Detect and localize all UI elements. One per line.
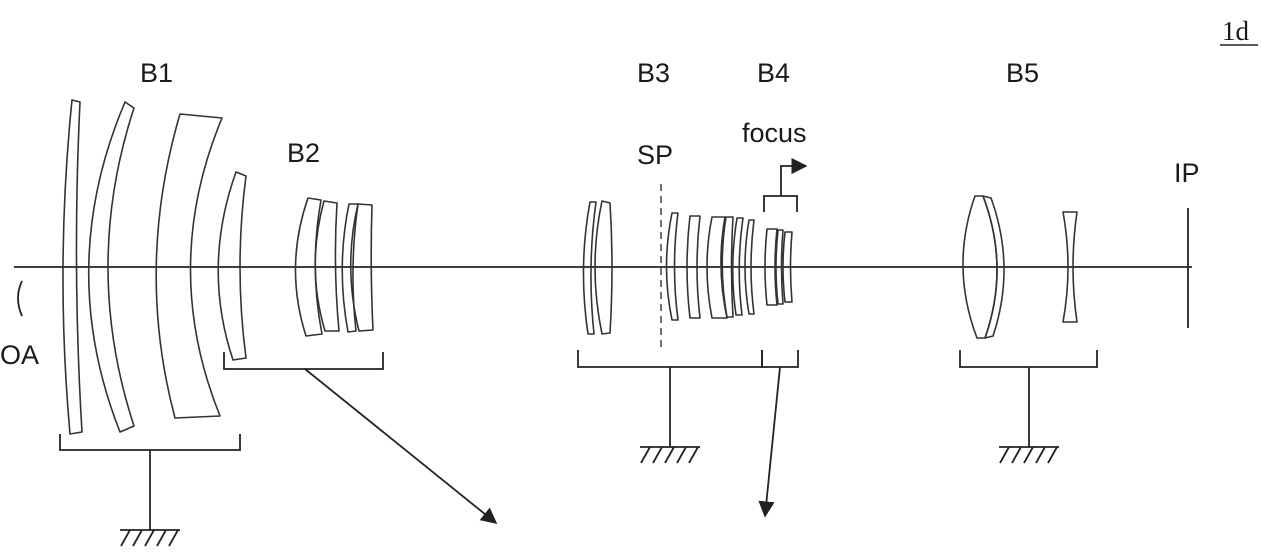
focus-bracket <box>764 196 797 212</box>
lens-element <box>583 202 596 334</box>
group-label-b1: B1 <box>140 58 173 88</box>
optical-axis-leader <box>18 281 22 316</box>
ground-symbol-b3 <box>640 447 700 463</box>
figure-label: 1d <box>1222 16 1250 46</box>
bracket-b4 <box>762 350 798 367</box>
lens-element <box>218 172 246 360</box>
trajectory-arrow-b2 <box>305 369 496 523</box>
focus-label: focus <box>742 118 807 148</box>
group-label-b4: B4 <box>757 58 790 88</box>
bracket-b3 <box>578 350 762 367</box>
bracket-b2 <box>224 352 383 369</box>
group-label-b3: B3 <box>637 58 670 88</box>
group-label-b2: B2 <box>287 138 320 168</box>
bracket-b5 <box>960 350 1097 367</box>
ground-symbol-b5 <box>999 447 1059 463</box>
ground-symbol-b1 <box>120 530 180 546</box>
bracket-b1 <box>60 434 240 450</box>
optical-axis-label: OA <box>0 340 39 370</box>
focus-arrow <box>781 166 806 196</box>
trajectory-arrow-b4 <box>765 367 780 516</box>
group-label-b5: B5 <box>1006 58 1039 88</box>
aperture-stop-label: SP <box>637 140 673 170</box>
image-plane-label: IP <box>1174 158 1200 188</box>
lens-element <box>156 114 222 418</box>
